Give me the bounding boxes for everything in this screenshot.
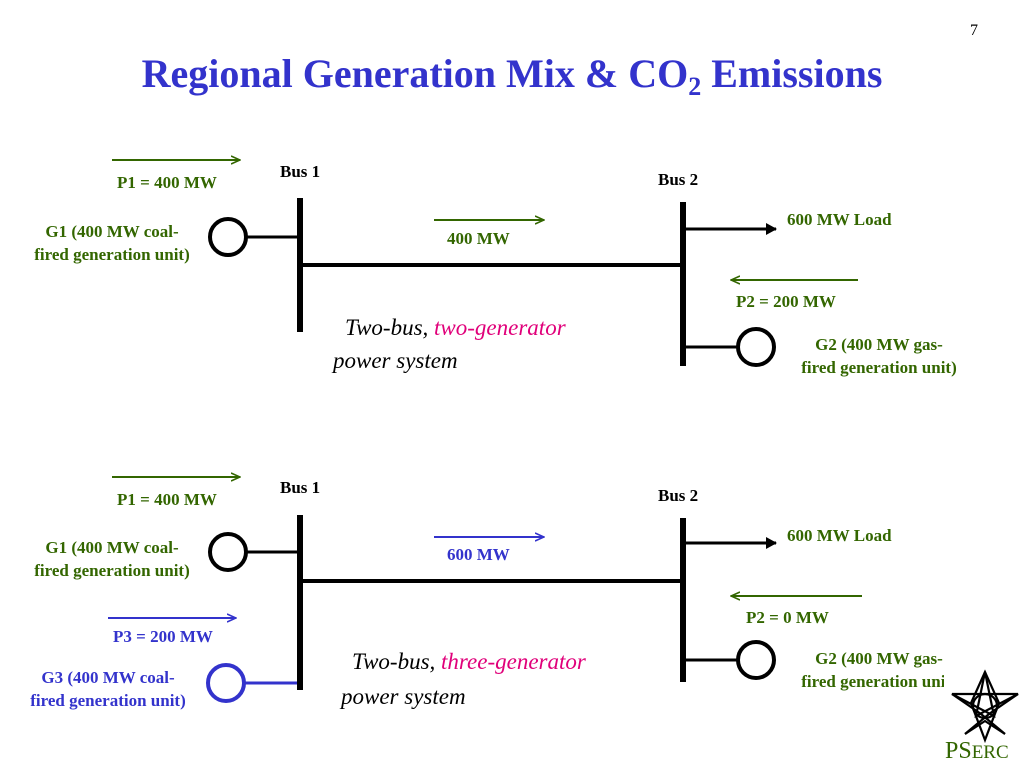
top-caption-line1: Two-bus, two-generator (345, 315, 566, 340)
pserc-logo-text: PSERC (945, 738, 1009, 764)
bottom-load-label: 600 MW Load (787, 526, 892, 545)
top-g2-label: G2 (400 MW gas-fired generation unit) (801, 335, 957, 377)
bottom-p3-label: P3 = 200 MW (113, 627, 213, 646)
bottom-g1-label: G1 (400 MW coal-fired generation unit) (34, 538, 190, 580)
top-flow-label: 400 MW (447, 229, 510, 248)
top-bus2-label: Bus 2 (658, 170, 699, 189)
top-load-label: 600 MW Load (787, 210, 892, 229)
top-diagram (112, 160, 858, 367)
bottom-g3-generator-icon (206, 663, 246, 703)
bottom-g2-generator-icon (736, 640, 776, 680)
pserc-star-logo-icon (951, 669, 1019, 744)
bottom-diagram (108, 477, 862, 703)
top-p1-label: P1 = 400 MW (117, 173, 217, 192)
bottom-p2-label: P2 = 0 MW (746, 608, 829, 627)
bottom-p1-label: P1 = 400 MW (117, 490, 217, 509)
bottom-g2-label: G2 (400 MW gas-fired generation unit) (801, 649, 957, 691)
bottom-caption-line1: Two-bus, three-generator (352, 649, 586, 674)
bottom-g3-label: G3 (400 MW coal-fired generation unit) (30, 668, 186, 710)
top-caption-line2: power system (333, 348, 458, 373)
slide-title: Regional Generation Mix & CO2 Emissions (141, 51, 883, 101)
top-g1-label: G1 (400 MW coal-fired generation unit) (34, 222, 190, 264)
bottom-bus1-label: Bus 1 (280, 478, 321, 497)
top-p2-label: P2 = 200 MW (736, 292, 836, 311)
top-bus1-label: Bus 1 (280, 162, 321, 181)
bottom-flow-label: 600 MW (447, 545, 510, 564)
bottom-g1-generator-icon (208, 532, 248, 572)
slide-number: 7 (970, 22, 978, 39)
bottom-bus2-label: Bus 2 (658, 486, 699, 505)
top-g2-generator-icon (736, 327, 776, 367)
top-g1-generator-icon (208, 217, 248, 257)
bottom-caption-line2: power system (341, 684, 466, 709)
